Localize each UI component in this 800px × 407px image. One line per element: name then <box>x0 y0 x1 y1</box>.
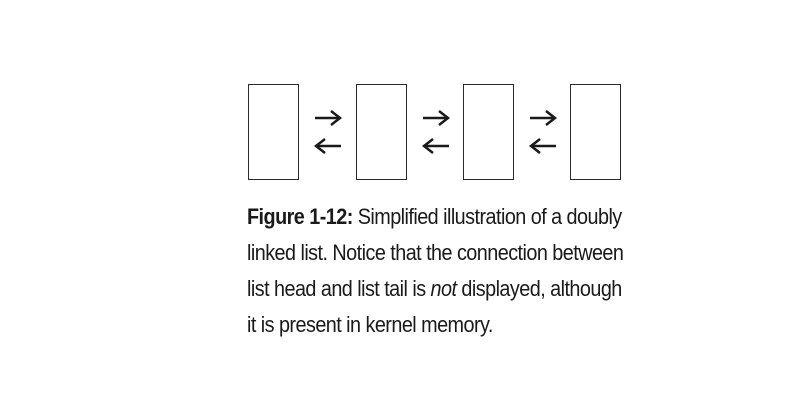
caption-line-4: it is present in kernel memory. <box>247 312 493 337</box>
right-arrow-icon <box>423 110 451 126</box>
caption-line-3: list head and list tail is not displayed… <box>247 271 622 307</box>
caption-line-3-after: displayed, although <box>456 276 622 301</box>
doubly-linked-list-diagram <box>0 0 800 200</box>
left-arrow-icon <box>421 138 449 154</box>
figure-label: Figure 1-12: <box>247 204 353 229</box>
list-node-1 <box>248 84 299 180</box>
caption-line-2: linked list. Notice that the connection … <box>247 240 624 265</box>
right-arrow-icon <box>530 110 558 126</box>
caption-line-1: Figure 1-12: Simplified illustration of … <box>247 199 622 235</box>
left-arrow-icon <box>528 138 556 154</box>
list-node-2 <box>356 84 407 180</box>
caption-line-1-text: Simplified illustration of a doubly <box>352 204 623 229</box>
list-node-3 <box>463 84 514 180</box>
right-arrow-icon <box>315 110 343 126</box>
figure-caption: Figure 1-12: Simplified illustration of … <box>247 199 624 343</box>
list-node-4 <box>570 84 621 180</box>
left-arrow-icon <box>313 138 341 154</box>
caption-line-3-before: list head and list tail is <box>247 276 431 301</box>
caption-emphasis: not <box>430 276 457 301</box>
